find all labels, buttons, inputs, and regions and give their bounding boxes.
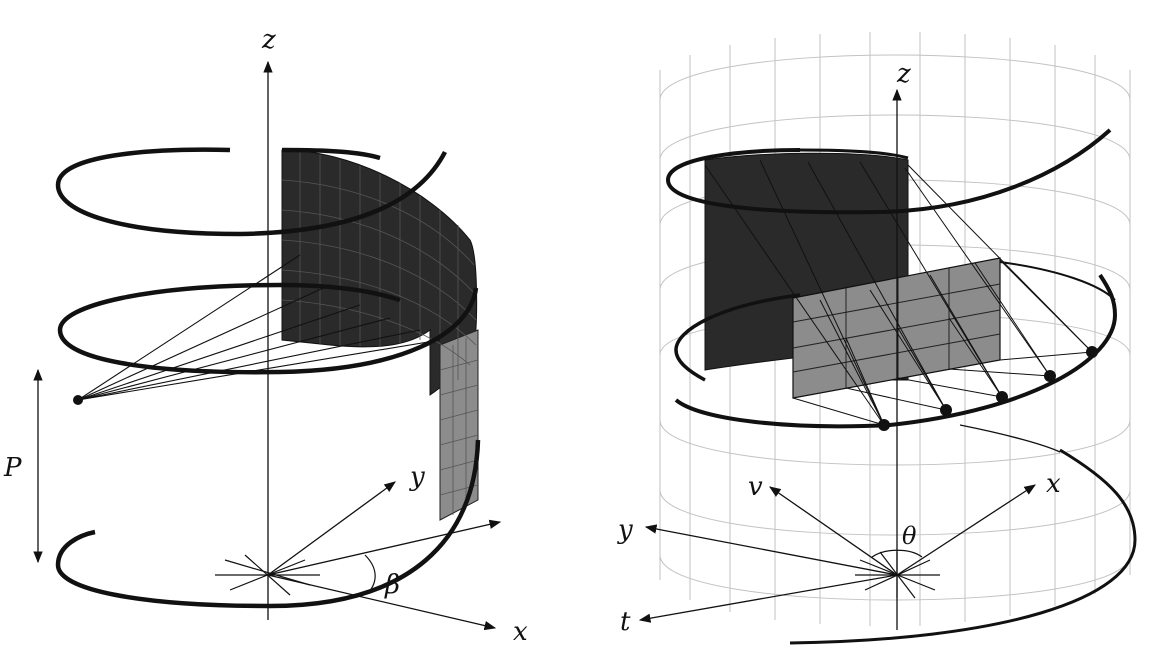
- right-y-axis: [644, 524, 898, 576]
- helix-point-1: [878, 419, 890, 431]
- right-helix: [665, 128, 1137, 645]
- left-panel: z y x β P: [3, 25, 528, 647]
- beta-angle-arc: [364, 554, 376, 594]
- left-surface-grid: [281, 152, 479, 515]
- beta-label: β: [384, 570, 400, 600]
- left-y-label: y: [409, 462, 425, 492]
- helix-point-5: [1086, 346, 1098, 358]
- right-cylinder-grid: [659, 32, 1131, 626]
- right-helix-points: [878, 346, 1098, 431]
- left-y-axis: [267, 481, 396, 576]
- left-tilt-line: [267, 519, 502, 576]
- helix-point-2: [940, 404, 952, 416]
- right-v-axis: [769, 486, 898, 576]
- left-projection-lines: [77, 254, 441, 401]
- left-z-label: z: [261, 25, 276, 55]
- left-x-axis: [267, 574, 497, 631]
- right-x-axis: [896, 484, 1036, 576]
- right-t-label: t: [620, 607, 631, 637]
- left-helix-point: [73, 395, 83, 405]
- left-x-label: x: [513, 617, 528, 647]
- right-t-axis: [638, 574, 898, 623]
- right-x-label: x: [1046, 469, 1061, 499]
- helix-point-3: [996, 391, 1008, 403]
- right-projection-lines: [704, 159, 1093, 426]
- right-y-label: y: [617, 515, 633, 545]
- theta-label: θ: [902, 522, 917, 550]
- right-panel: z v x y t θ: [617, 32, 1137, 645]
- right-v-label: v: [748, 472, 763, 502]
- left-helix: [55, 147, 481, 609]
- right-z-label: z: [896, 59, 911, 89]
- helix-point-4: [1044, 370, 1056, 382]
- theta-angle-arc: [871, 549, 923, 558]
- pitch-label: P: [3, 453, 22, 483]
